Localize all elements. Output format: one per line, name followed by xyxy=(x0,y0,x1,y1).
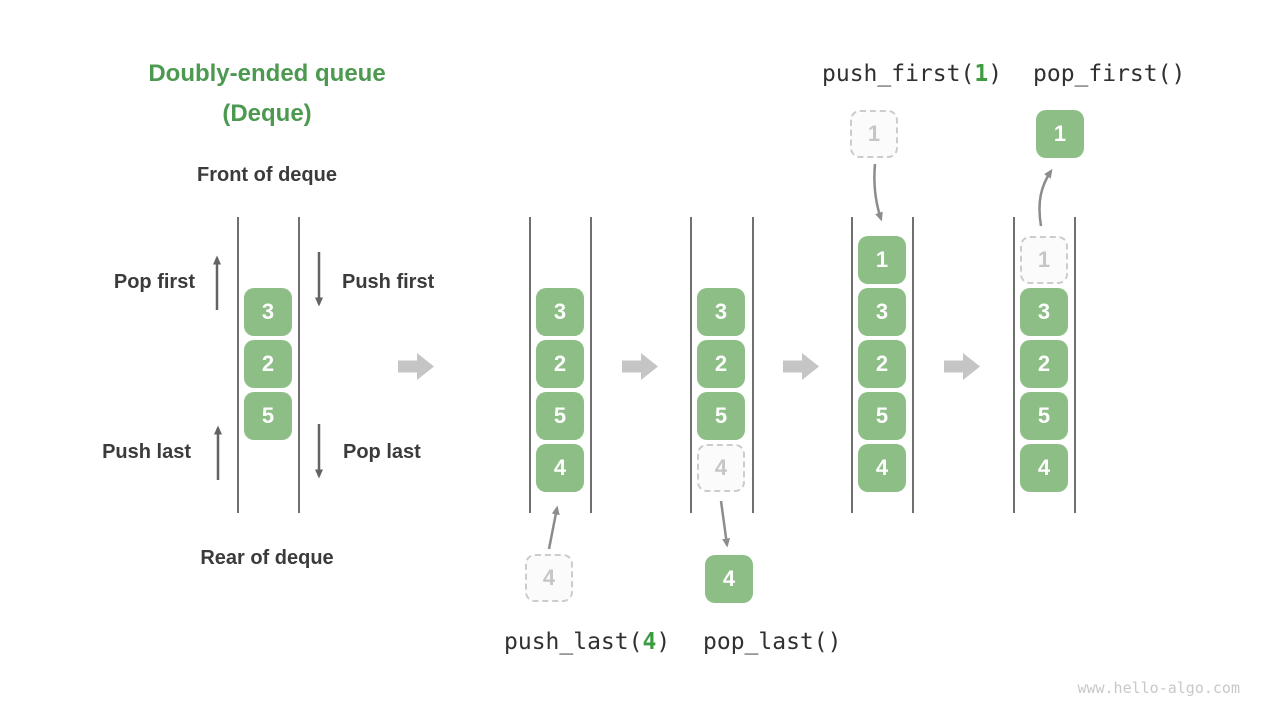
ghost-item-popped: 4 xyxy=(697,444,745,492)
queue-item: 5 xyxy=(858,392,906,440)
watermark: www.hello-algo.com xyxy=(1077,679,1240,697)
deque-wall xyxy=(1013,217,1015,513)
queue-item: 3 xyxy=(244,288,292,336)
pop-last-label: Pop last xyxy=(343,441,421,463)
deque-wall xyxy=(590,217,592,513)
ghost-item-popped: 1 xyxy=(1020,236,1068,284)
queue-item: 3 xyxy=(697,288,745,336)
queue-item: 4 xyxy=(1020,444,1068,492)
popped-item-first: 1 xyxy=(1036,110,1084,158)
ghost-item-push-first: 1 xyxy=(850,110,898,158)
popped-item-last: 4 xyxy=(705,555,753,603)
front-of-deque-label: Front of deque xyxy=(197,164,337,186)
push-first-label: Push first xyxy=(342,271,435,293)
code-text: push_last( xyxy=(504,629,643,655)
deque-wall xyxy=(1074,217,1076,513)
flow-arrow-icon xyxy=(783,353,819,380)
queue-item: 2 xyxy=(1020,340,1068,388)
queue-item: 2 xyxy=(697,340,745,388)
code-text: ) xyxy=(988,61,1003,87)
title-line1: Doubly-ended queue xyxy=(148,60,386,87)
push-first-code: push_first(1) xyxy=(822,61,1002,87)
flow-arrow-icon xyxy=(398,353,434,380)
deque-wall xyxy=(529,217,531,513)
code-text: push_first( xyxy=(822,61,975,87)
queue-item: 4 xyxy=(536,444,584,492)
code-arg: 4 xyxy=(642,629,657,655)
queue-item: 4 xyxy=(858,444,906,492)
push-last-label: Push last xyxy=(102,441,191,463)
diagram-title: Doubly-ended queue (Deque) xyxy=(97,54,437,134)
code-text: ) xyxy=(656,629,671,655)
flow-arrow-icon xyxy=(622,353,658,380)
queue-item: 3 xyxy=(536,288,584,336)
deque-wall xyxy=(237,217,239,513)
deque-wall xyxy=(912,217,914,513)
pop-first-label: Pop first xyxy=(113,271,195,293)
deque-wall xyxy=(690,217,692,513)
queue-item: 3 xyxy=(1020,288,1068,336)
deque-wall xyxy=(752,217,754,513)
queue-item: 1 xyxy=(858,236,906,284)
push-first-connector-arrow-icon xyxy=(873,163,883,222)
push-last-code: push_last(4) xyxy=(504,629,670,655)
queue-item: 5 xyxy=(1020,392,1068,440)
title-line2: (Deque) xyxy=(222,100,312,127)
queue-item: 5 xyxy=(244,392,292,440)
flow-arrow-icon xyxy=(944,353,980,380)
push-last-connector-arrow-icon xyxy=(547,505,560,550)
queue-item: 2 xyxy=(244,340,292,388)
pop-first-code: pop_first() xyxy=(1033,61,1186,87)
ghost-item-push-last: 4 xyxy=(525,554,573,602)
rear-of-deque-label: Rear of deque xyxy=(200,547,334,569)
queue-item: 2 xyxy=(536,340,584,388)
deque-wall xyxy=(298,217,300,513)
pop-last-code: pop_last() xyxy=(703,629,842,655)
pop-first-connector-arrow-icon xyxy=(1038,168,1053,227)
queue-item: 3 xyxy=(858,288,906,336)
queue-item: 5 xyxy=(697,392,745,440)
pop-last-connector-arrow-icon xyxy=(719,500,731,548)
code-arg: 1 xyxy=(974,61,989,87)
queue-item: 2 xyxy=(858,340,906,388)
deque-wall xyxy=(851,217,853,513)
queue-item: 5 xyxy=(536,392,584,440)
